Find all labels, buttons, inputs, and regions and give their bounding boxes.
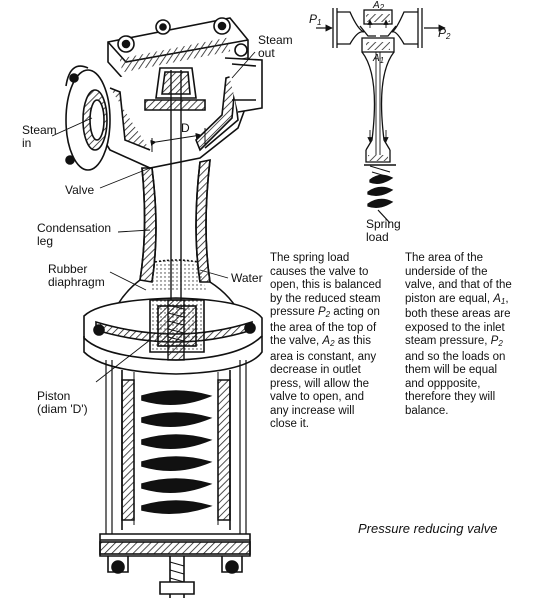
schematic-a2: A2 [373, 0, 385, 12]
label-dimension-d: D [181, 121, 190, 135]
label-rubber-diaphragm: Rubber diaphragm [48, 262, 105, 289]
explanation-right: The area of the underside of the valve, … [405, 252, 512, 417]
schematic-p1: P1 [309, 12, 322, 27]
valve-schematic [332, 8, 423, 208]
flow-arrows [316, 24, 446, 224]
figure-caption: Pressure reducing valve [358, 521, 498, 536]
label-spring-load: Spring load [366, 217, 401, 244]
label-condensation-leg: Condensation leg [37, 221, 112, 248]
schematic-p2: P2 [438, 26, 451, 41]
label-water: Water [231, 271, 263, 285]
label-steam-out: Steam out [258, 33, 293, 60]
dimension-d-marker [150, 128, 206, 152]
label-steam-in: Steam in [22, 123, 57, 150]
label-piston: Piston (diam 'D') [37, 389, 88, 416]
schematic-a1: A1 [373, 53, 385, 65]
valve-body [65, 17, 263, 598]
label-valve: Valve [65, 183, 95, 197]
leader-lines [51, 51, 256, 383]
valve-spindle [167, 70, 185, 361]
explanation-left: The spring load causes the valve to open… [270, 252, 382, 430]
